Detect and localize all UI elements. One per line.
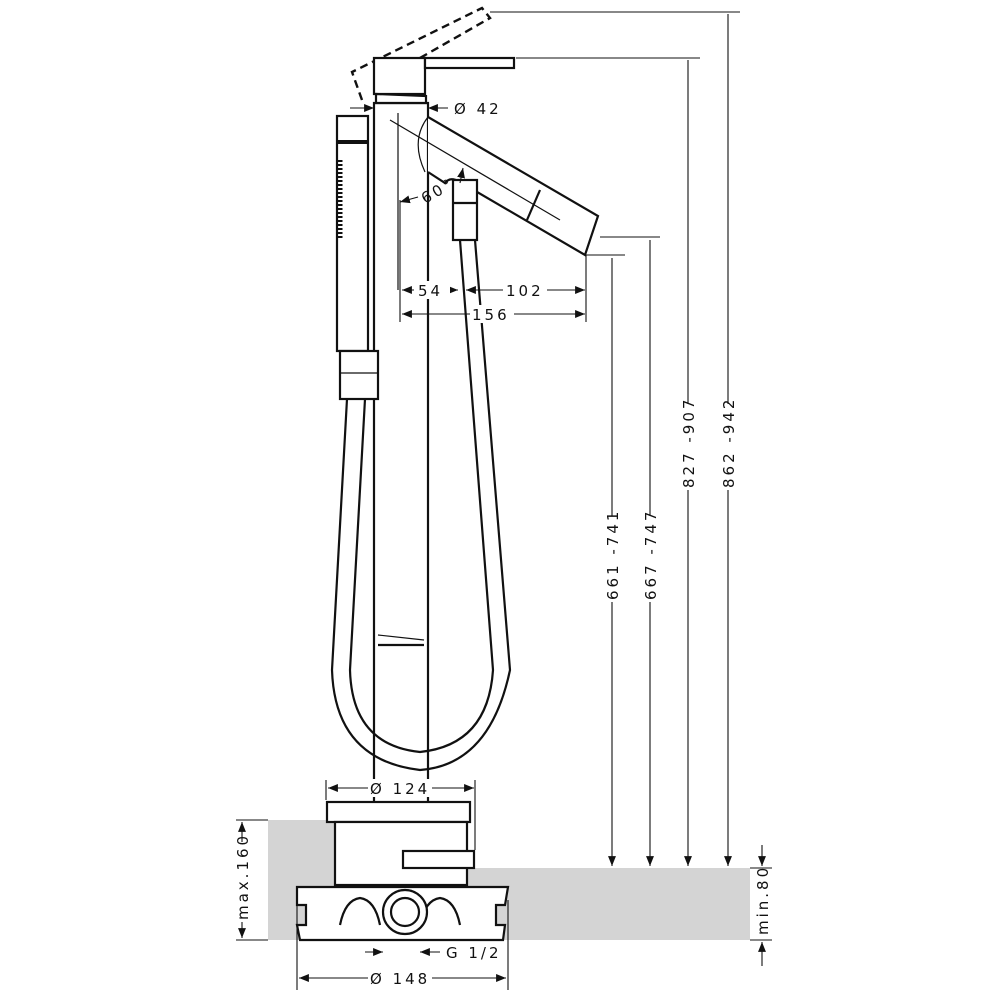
label-max-160: max.160 — [234, 833, 252, 920]
label-diameter-148: Ø 148 — [370, 970, 430, 988]
dimension-labels: Ø 42 60° 54 102 156 661 -741 667 -747 82… — [234, 98, 772, 988]
label-g-1-2: G 1/2 — [446, 944, 502, 962]
hand-shower — [335, 114, 380, 401]
shower-hose — [330, 239, 512, 772]
label-102: 102 — [506, 282, 544, 300]
mounting-base — [295, 800, 510, 942]
label-667-747: 667 -747 — [642, 509, 660, 600]
label-diameter-124: Ø 124 — [370, 780, 430, 798]
label-54: 54 — [418, 282, 443, 300]
label-862-942: 862 -942 — [720, 397, 738, 488]
floor-section — [268, 820, 750, 940]
label-827-907: 827 -907 — [680, 397, 698, 488]
extension-lines — [236, 11, 772, 990]
hose-connector — [451, 178, 479, 242]
label-156: 156 — [472, 306, 510, 324]
lever-raised-outline — [350, 6, 492, 101]
label-min-80: min.80 — [754, 865, 772, 935]
label-661-741: 661 -741 — [604, 509, 622, 600]
label-diameter-42: Ø 42 — [454, 100, 502, 118]
